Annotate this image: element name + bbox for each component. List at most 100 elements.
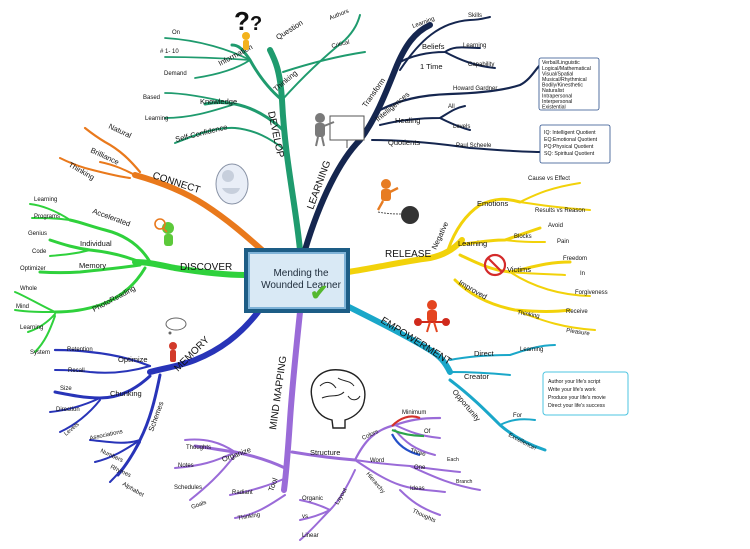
mind-mapping-thoughts-label: Thoughts bbox=[186, 445, 211, 451]
ball-and-chain-figure-icon bbox=[376, 179, 419, 224]
develop-num-label: # 1- 10 bbox=[160, 49, 179, 55]
memory-direction-label: Direction bbox=[56, 407, 80, 413]
note-line: Direct your life's success bbox=[548, 403, 605, 409]
mind-mapping-one-label: One bbox=[414, 465, 426, 471]
release-pain-label: Pain bbox=[557, 239, 569, 245]
svg-text:?: ? bbox=[234, 6, 250, 36]
release-freedom-label: Freedom bbox=[563, 256, 587, 262]
note-line: Write your life's work bbox=[548, 387, 596, 393]
release-pleasure-label: Pleasure bbox=[566, 328, 591, 337]
brain-head-icon bbox=[310, 369, 366, 429]
weightlifter-figure-icon bbox=[414, 300, 450, 333]
note-line: Author your life's script bbox=[548, 379, 601, 385]
release-negative-label: Negative bbox=[430, 220, 451, 251]
learning-skills-label: Skills bbox=[468, 13, 482, 19]
develop-based-label: Based bbox=[143, 95, 160, 101]
connect-natural-label: Natural bbox=[107, 122, 133, 141]
quotient-note-box bbox=[539, 124, 611, 164]
empowerment-excellence-label: Excellence! bbox=[507, 432, 537, 452]
memory-recall-label: Recall bbox=[68, 368, 85, 374]
note-line: Naturalist bbox=[542, 88, 564, 94]
develop-on-label: On bbox=[172, 30, 180, 36]
learning-beliefs-label: Beliefs bbox=[422, 42, 445, 51]
learning-learning2-label: Learning bbox=[463, 43, 486, 49]
release-results-vs-reason-label: Results vs Reason bbox=[535, 208, 585, 214]
release-branch bbox=[345, 182, 596, 331]
release-cause-vs-effect-label: Cause vs Effect bbox=[528, 176, 570, 182]
empowerment-for-label: For bbox=[513, 413, 522, 419]
discover-system-label: System bbox=[30, 350, 50, 356]
note-line: Produce your life's movie bbox=[548, 395, 606, 401]
presenter-figure-icon bbox=[315, 113, 365, 148]
mind-mapping-schedules-label: Schedules bbox=[174, 485, 202, 491]
discover-code-label: Code bbox=[32, 249, 47, 255]
note-line: Bodily/Kinesthetic bbox=[542, 83, 583, 89]
thinking-figure-icon bbox=[215, 163, 249, 205]
memory-numbers-label: Numbers bbox=[99, 448, 124, 464]
develop-critical-label: Critical bbox=[331, 40, 350, 50]
memory-branch bbox=[49, 309, 261, 483]
learning-paul-scheele-label: Paul Scheele bbox=[456, 143, 492, 149]
discover-main-label: DISCOVER bbox=[180, 262, 232, 273]
empowerment-labels: EMPOWERMENT Direct Learning Creator Oppo… bbox=[378, 315, 629, 452]
discover-branch bbox=[14, 203, 248, 353]
note-line: Existential bbox=[542, 105, 566, 111]
discover-learning2-label: Learning bbox=[20, 325, 43, 331]
mind-mapping-radiant-label: Radiant bbox=[232, 490, 253, 496]
mind-mapping-of-label: Of bbox=[424, 429, 431, 435]
mind-mapping-minimum-label: Minimum bbox=[402, 410, 426, 416]
release-avoid-label: Avoid bbox=[548, 223, 563, 229]
discover-genius-label: Genius bbox=[28, 231, 47, 237]
develop-knowledge-label: Knowledge bbox=[200, 97, 237, 106]
release-improved-label: Improved bbox=[457, 278, 489, 301]
mind-mapping-structure-label: Structure bbox=[310, 448, 340, 457]
release-main-label: RELEASE bbox=[385, 249, 431, 260]
mind-mapping-thoughts2-label: Thoughts bbox=[411, 508, 436, 524]
release-emotions-label: Emotions bbox=[477, 199, 509, 208]
discover-optimizer-label: Optimizer bbox=[20, 266, 46, 272]
mind-mapping-main-label: MIND MAPPING bbox=[268, 355, 289, 430]
note-line: Intrapersonal bbox=[542, 94, 572, 100]
learning-branch bbox=[302, 16, 542, 253]
empowerment-learning-label: Learning bbox=[520, 347, 543, 353]
mind-mapping-goals-label: Goals bbox=[191, 500, 208, 511]
connect-branch bbox=[59, 126, 265, 253]
note-line: IQ: Intelligent Quotient bbox=[544, 130, 596, 136]
memory-chunking-label: Chunking bbox=[110, 389, 142, 398]
learning-levels-label: Levels bbox=[453, 124, 470, 130]
mind-mapping-each-label: Each bbox=[447, 457, 459, 463]
mind-mapping-three-label: Three bbox=[409, 448, 426, 458]
discover-learning-label: Learning bbox=[34, 197, 57, 203]
memory-size-label: Size bbox=[60, 386, 72, 392]
discover-photoreading-label: PhotoReading bbox=[91, 283, 137, 313]
mind-mapping-branch-label: Branch bbox=[456, 479, 473, 485]
mind-mapping-layout-label: Layout bbox=[335, 487, 349, 506]
develop-question-label: Question bbox=[274, 18, 304, 42]
release-forgiveness-label: Forgiveness bbox=[575, 290, 608, 296]
note-line: Logical/Mathematical bbox=[542, 66, 591, 72]
release-labels: RELEASE Negative Emotions Cause vs Effec… bbox=[385, 176, 608, 337]
quotient-note-lines: IQ: Intelligent Quotient EQ:Emotional Qu… bbox=[544, 130, 598, 157]
empowerment-direct-label: Direct bbox=[474, 349, 495, 358]
svg-text:?: ? bbox=[250, 13, 262, 35]
note-line: Visual/Spatial bbox=[542, 72, 573, 78]
note-line: PQ:Physical Quotient bbox=[544, 144, 594, 150]
color-arcs bbox=[391, 415, 425, 457]
discover-whole-label: Whole bbox=[20, 286, 38, 292]
note-line: Verbal/Linguistic bbox=[542, 60, 580, 66]
note-line: Interpersonal bbox=[542, 99, 572, 105]
gardner-note-lines: Verbal/Linguistic Logical/Mathematical V… bbox=[542, 60, 591, 111]
learning-all-label: All bbox=[448, 104, 455, 110]
develop-authors-label: Authors bbox=[329, 9, 350, 22]
gardner-note-box bbox=[538, 57, 600, 111]
mind-mapping-thinking-label: Thinking bbox=[237, 512, 260, 522]
mind-mapping-linear-label: Linear bbox=[302, 533, 319, 539]
release-learning-label: Learning bbox=[458, 239, 487, 248]
mind-mapping-notes-label: Notes bbox=[178, 463, 194, 469]
mind-mapping-organize-label: Organize bbox=[221, 445, 253, 464]
question-marks-figure-icon: ? ? bbox=[234, 6, 262, 50]
develop-demand-label: Demand bbox=[164, 71, 187, 77]
release-victims-label: Victims bbox=[507, 265, 531, 274]
empowerment-creator-label: Creator bbox=[464, 372, 490, 381]
